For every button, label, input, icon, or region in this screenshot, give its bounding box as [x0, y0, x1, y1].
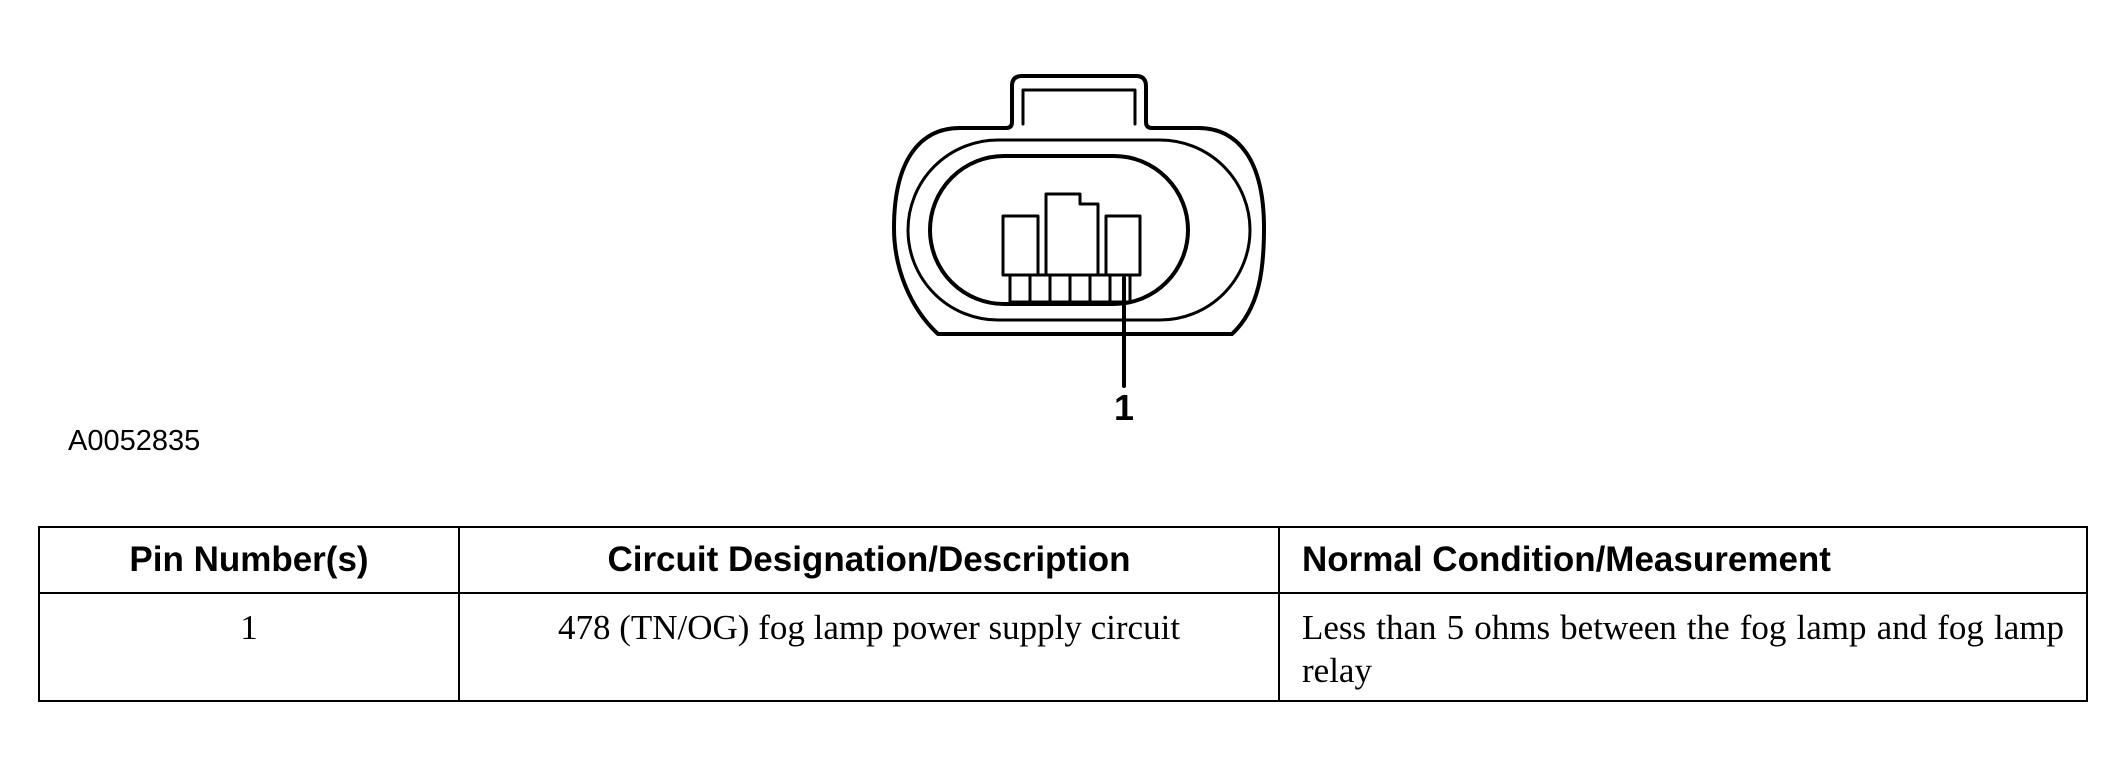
cell-circuit-description: 478 (TN/OG) fog lamp power supply circui… — [458, 592, 1280, 702]
pin-description-table: Pin Number(s) Circuit Designation/Descri… — [38, 526, 2088, 702]
latch-tab-outline — [1021, 88, 1137, 126]
terminal-blade-center — [1044, 192, 1100, 277]
cell-pin-number: 1 — [38, 592, 460, 702]
cell-normal-condition: Less than 5 ohms between the fog lamp an… — [1278, 592, 2088, 702]
terminal-blade-right — [1104, 214, 1142, 277]
header-normal-condition: Normal Condition/Measurement — [1278, 526, 2088, 594]
terminal-cavity — [928, 154, 1190, 306]
header-pin-number: Pin Number(s) — [38, 526, 460, 594]
header-circuit-description: Circuit Designation/Description — [458, 526, 1280, 594]
table-header-row: Pin Number(s) Circuit Designation/Descri… — [38, 526, 2088, 594]
terminal-blade-left — [1001, 214, 1040, 277]
pin-1-callout-label: 1 — [1113, 387, 1135, 428]
housing-inner-ring — [906, 138, 1252, 322]
figure-id-label: A0052835 — [68, 425, 201, 457]
connector-housing-outline — [892, 74, 1266, 336]
table-row: 1 478 (TN/OG) fog lamp power supply circ… — [38, 592, 2088, 702]
